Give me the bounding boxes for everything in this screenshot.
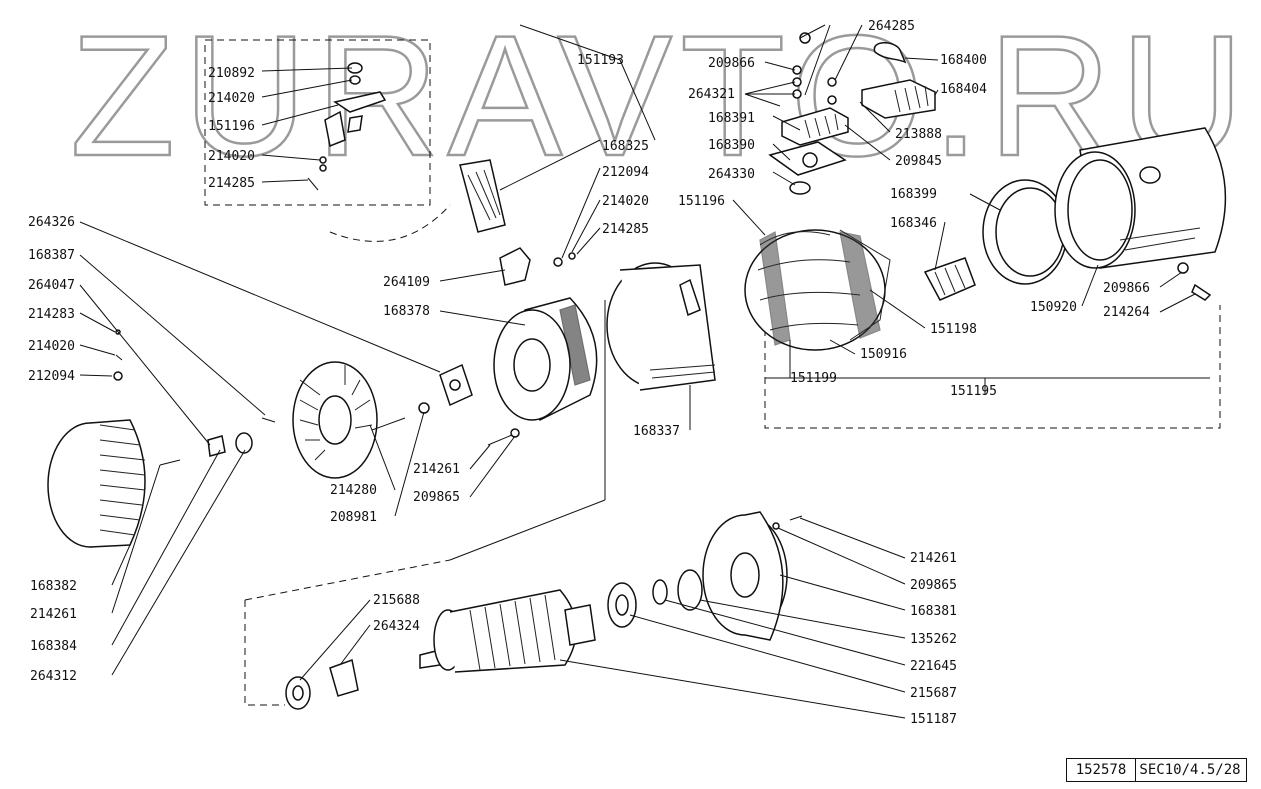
part-label: 168325 (602, 139, 649, 154)
part-label: 264326 (28, 215, 75, 230)
part-label: 214261 (413, 462, 460, 477)
part-label: 150916 (860, 347, 907, 362)
part-label: 209866 (708, 56, 755, 71)
band-cover (606, 262, 716, 391)
end-cap (47, 419, 146, 548)
part-label: 168404 (940, 82, 987, 97)
part-label: 214020 (208, 91, 255, 106)
part-label: 168390 (708, 138, 755, 153)
part-label: 150920 (1030, 300, 1077, 315)
part-label: 168346 (890, 216, 937, 231)
stator-field-coils (744, 229, 891, 351)
part-label: 151196 (208, 119, 255, 134)
part-label: 168337 (633, 424, 680, 439)
cooling-fan (292, 361, 378, 479)
armature (419, 589, 596, 673)
part-label: 214285 (208, 176, 255, 191)
part-label: 209845 (895, 154, 942, 169)
frame-shell (1054, 127, 1227, 301)
part-label: 214283 (28, 307, 75, 322)
bearing-set (285, 569, 703, 710)
part-label: 214020 (208, 149, 255, 164)
part-label: 168400 (940, 53, 987, 68)
part-label: 168381 (910, 604, 957, 619)
part-label: 151187 (910, 712, 957, 727)
part-label: 264321 (688, 87, 735, 102)
drive-end-housing (702, 511, 803, 641)
part-label: 264330 (708, 167, 755, 182)
part-label: 214020 (28, 339, 75, 354)
part-label: 264285 (868, 19, 915, 34)
part-label: 214261 (910, 551, 957, 566)
brush-holder-parts (307, 62, 506, 233)
part-label: 210892 (208, 66, 255, 81)
leader-lines (79, 24, 1210, 719)
part-label: 151199 (790, 371, 837, 386)
part-label: 213888 (895, 127, 942, 142)
section-code-box: SEC10/4.5/28 (1134, 758, 1247, 782)
part-label: 168387 (28, 248, 75, 263)
drawing-number-box: 152578 (1066, 758, 1136, 782)
part-label: 264047 (28, 278, 75, 293)
commutator-end-housing (493, 297, 598, 421)
part-label: 151193 (577, 53, 624, 68)
insulating-band (982, 179, 1068, 285)
part-label: 168399 (890, 187, 937, 202)
pole-shoe (923, 257, 976, 301)
part-label: 168378 (383, 304, 430, 319)
part-label: 215687 (910, 686, 957, 701)
part-labels: 264285 151193 168400 209866 168404 21089… (28, 19, 1150, 727)
part-label: 151196 (678, 194, 725, 209)
terminal-cover-parts (768, 32, 936, 195)
part-label: 215688 (373, 593, 420, 608)
part-label: 214020 (602, 194, 649, 209)
part-label: 151198 (930, 322, 977, 337)
part-label: 221645 (910, 659, 957, 674)
part-label: 264312 (30, 669, 77, 684)
part-label: 264109 (383, 275, 430, 290)
part-label: 168391 (708, 111, 755, 126)
part-label: 212094 (28, 369, 75, 384)
small-hardware (113, 329, 520, 466)
part-label: 209866 (1103, 281, 1150, 296)
part-label: 168384 (30, 639, 77, 654)
part-label: 208981 (330, 510, 377, 525)
part-label: 214261 (30, 607, 77, 622)
part-label: 212094 (602, 165, 649, 180)
brush-terminal (499, 247, 576, 286)
part-label: 214285 (602, 222, 649, 237)
end-plate-bracket (439, 363, 473, 407)
part-label: 264324 (373, 619, 420, 634)
part-label: 209865 (413, 490, 460, 505)
dashed-group-outlines (204, 39, 1221, 706)
part-label: 209865 (910, 578, 957, 593)
part-label: 135262 (910, 632, 957, 647)
part-label: 214280 (330, 483, 377, 498)
part-label: 151195 (950, 384, 997, 399)
part-label: 214264 (1103, 305, 1150, 320)
part-label: 168382 (30, 579, 77, 594)
